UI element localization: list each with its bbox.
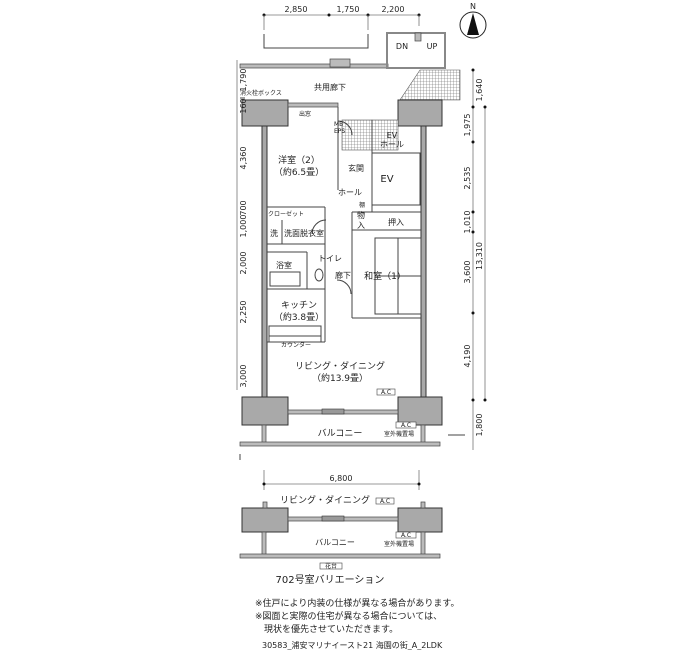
living-size: （約13.9畳） bbox=[312, 372, 368, 384]
dim-right-4: 1,010 bbox=[463, 211, 472, 234]
bath-label: 浴室 bbox=[276, 260, 292, 270]
hall-label: ホール bbox=[338, 188, 362, 197]
eps-label: EPS bbox=[334, 128, 345, 135]
dim-right-6: 4,190 bbox=[463, 345, 472, 368]
right-dimensions: 1,640 1,975 2,535 1,010 3,600 4,190 1,80… bbox=[463, 68, 487, 450]
ac-space-ac-label: A.C bbox=[401, 422, 411, 429]
dim-left-7: 2,250 bbox=[239, 301, 248, 324]
dim-bottom: 6,800 bbox=[330, 474, 353, 483]
dim-left-1: 1,790 bbox=[239, 69, 248, 92]
washroom-label: 洗面脱衣室 bbox=[284, 228, 324, 238]
dim-right-1: 1,640 bbox=[475, 79, 484, 102]
note-2: ※図面と実際の住宅が異なる場合については、 bbox=[255, 610, 442, 622]
interior-partitions bbox=[267, 107, 422, 343]
western-room-size: （約6.5畳） bbox=[274, 166, 324, 178]
variation-living-label: リビング・ダイニング bbox=[280, 494, 370, 506]
storage-label: 物 bbox=[357, 210, 365, 220]
hydrant-box-label: 消火栓ボックス bbox=[240, 89, 282, 97]
top-dimensions: 2,850 1,750 2,200 bbox=[262, 5, 421, 30]
ev-hall-label-1: EV bbox=[387, 131, 398, 140]
dim-right-7: 1,800 bbox=[475, 414, 484, 437]
dim-top-3: 2,200 bbox=[382, 5, 405, 14]
left-dimensions: 1,790 160 4,360 700 1,000 2,000 2,250 3,… bbox=[236, 60, 248, 390]
balcony-label: バルコニー bbox=[318, 428, 363, 439]
mb-label: MB bbox=[334, 121, 343, 128]
note-3: 現状を優先させていただきます。 bbox=[255, 623, 398, 635]
notes: ※住戸により内装の仕様が異なる場合があります。 ※図面と実際の住宅が異なる場合に… bbox=[255, 597, 459, 650]
variation-plan: リビング・ダイニング A.C バルコニー A.C 室外機置場 花台 702号室バ… bbox=[239, 494, 443, 586]
storage-label-2: 入 bbox=[357, 221, 365, 230]
walk-closet-label: クローゼット bbox=[268, 210, 304, 218]
counter-label: カウンター bbox=[281, 341, 311, 349]
dim-right-3: 2,535 bbox=[463, 167, 472, 190]
dim-top-2: 1,750 bbox=[337, 5, 360, 14]
ac-label: A.C bbox=[381, 389, 391, 396]
closet-label: 押入 bbox=[388, 217, 404, 227]
dim-left-2: 160 bbox=[239, 98, 248, 113]
ev-label: EV bbox=[380, 174, 393, 185]
dim-top-1: 2,850 bbox=[285, 5, 308, 14]
variation-balcony-label: バルコニー bbox=[315, 538, 355, 547]
living-label: リビング・ダイニング bbox=[295, 360, 385, 372]
dim-right-2: 1,975 bbox=[463, 114, 472, 137]
washer-label: 洗 bbox=[270, 228, 278, 238]
entrance-tile bbox=[341, 119, 373, 151]
dim-left-3: 4,360 bbox=[239, 147, 248, 170]
note-1: ※住戸により内装の仕様が異なる場合があります。 bbox=[255, 597, 459, 609]
kitchen-label: キッチン bbox=[281, 300, 317, 311]
ev-hall-tile bbox=[371, 119, 399, 151]
japanese-room-label: 和室（1） bbox=[364, 270, 406, 282]
room-labels: 出窓 MB EPS EV ホール EV 洋室（2） （約6.5畳） 玄関 ホール… bbox=[268, 110, 417, 439]
dim-right-total: 13,310 bbox=[475, 242, 484, 270]
ev-hall-label-2: ホール bbox=[380, 140, 404, 149]
variation-ac-space-label: 室外機置場 bbox=[384, 540, 414, 548]
variation-ac-label: A.C bbox=[380, 498, 390, 505]
western-room-label: 洋室（2） bbox=[278, 154, 320, 166]
toilet-label: トイレ bbox=[318, 254, 342, 263]
dim-left-5: 1,000 bbox=[239, 215, 248, 238]
dim-right-5: 3,600 bbox=[463, 261, 472, 284]
kitchen-size: （約3.8畳） bbox=[274, 311, 324, 323]
stairs-down-label: DN bbox=[396, 42, 408, 51]
north-compass-icon: N bbox=[459, 2, 487, 39]
common-corridor-label: 共用廊下 bbox=[314, 82, 346, 92]
shelf-label: 棚 bbox=[359, 201, 365, 209]
compass-label: N bbox=[470, 2, 476, 11]
bay-window-label: 出窓 bbox=[299, 110, 311, 118]
flower-bed-label: 花台 bbox=[325, 562, 337, 570]
common-corridor-structure: DN UP 共用廊下 消火栓ボックス bbox=[239, 32, 461, 101]
corridor-label: 廊下 bbox=[335, 270, 351, 280]
bottom-dimension: 6,800 bbox=[262, 470, 421, 490]
stairs-up-label: UP bbox=[427, 42, 438, 51]
dim-left-6: 2,000 bbox=[239, 252, 248, 275]
variation-ac-space-ac: A.C bbox=[401, 532, 411, 539]
variation-title: 702号室バリエーション bbox=[276, 573, 385, 586]
footer-caption: 30583_浦安マリナイースト21 海園の街_A_2LDK bbox=[262, 640, 443, 650]
unit-walls bbox=[239, 99, 465, 460]
entrance-label: 玄関 bbox=[348, 163, 364, 173]
dim-left-4: 700 bbox=[239, 200, 248, 215]
dim-left-8: 3,000 bbox=[239, 365, 248, 388]
ac-space-label: 室外機置場 bbox=[384, 430, 414, 438]
